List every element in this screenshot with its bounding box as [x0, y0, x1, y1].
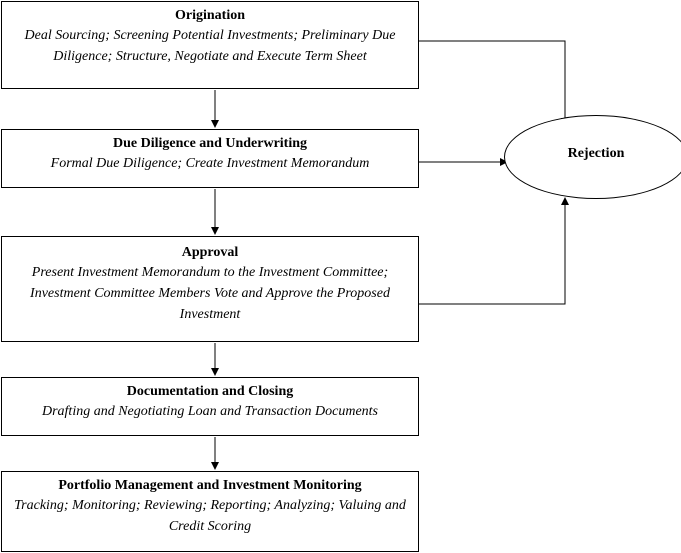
- arrow-approval-to-rejection: [419, 197, 569, 305]
- stage-box-documentation: Documentation and Closing Drafting and N…: [1, 377, 419, 436]
- stage-description: Drafting and Negotiating Loan and Transa…: [41, 404, 378, 419]
- stage-title: Documentation and Closing: [126, 384, 294, 399]
- stage-description: Formal Due Diligence; Create Investment …: [50, 156, 370, 171]
- rejection-label: Rejection: [567, 146, 625, 161]
- stage-description: Tracking; Monitoring; Reviewing; Reporti…: [14, 498, 406, 534]
- stage-box-due-diligence: Due Diligence and Underwriting Formal Du…: [1, 129, 419, 188]
- arrow-origination-to-rejection: [419, 40, 569, 126]
- stage-title: Due Diligence and Underwriting: [112, 136, 308, 151]
- stage-box-approval: Approval Present Investment Memorandum t…: [1, 236, 419, 342]
- stage-description: Deal Sourcing; Screening Potential Inves…: [24, 28, 396, 64]
- stage-box-origination: Origination Deal Sourcing; Screening Pot…: [1, 1, 419, 89]
- stage-title: Approval: [181, 245, 239, 260]
- stage-box-portfolio: Portfolio Management and Investment Moni…: [1, 471, 419, 552]
- stage-title: Portfolio Management and Investment Moni…: [58, 478, 362, 493]
- rejection-node: Rejection: [504, 115, 681, 199]
- stage-description: Present Investment Memorandum to the Inv…: [30, 265, 390, 322]
- stage-title: Origination: [174, 8, 245, 23]
